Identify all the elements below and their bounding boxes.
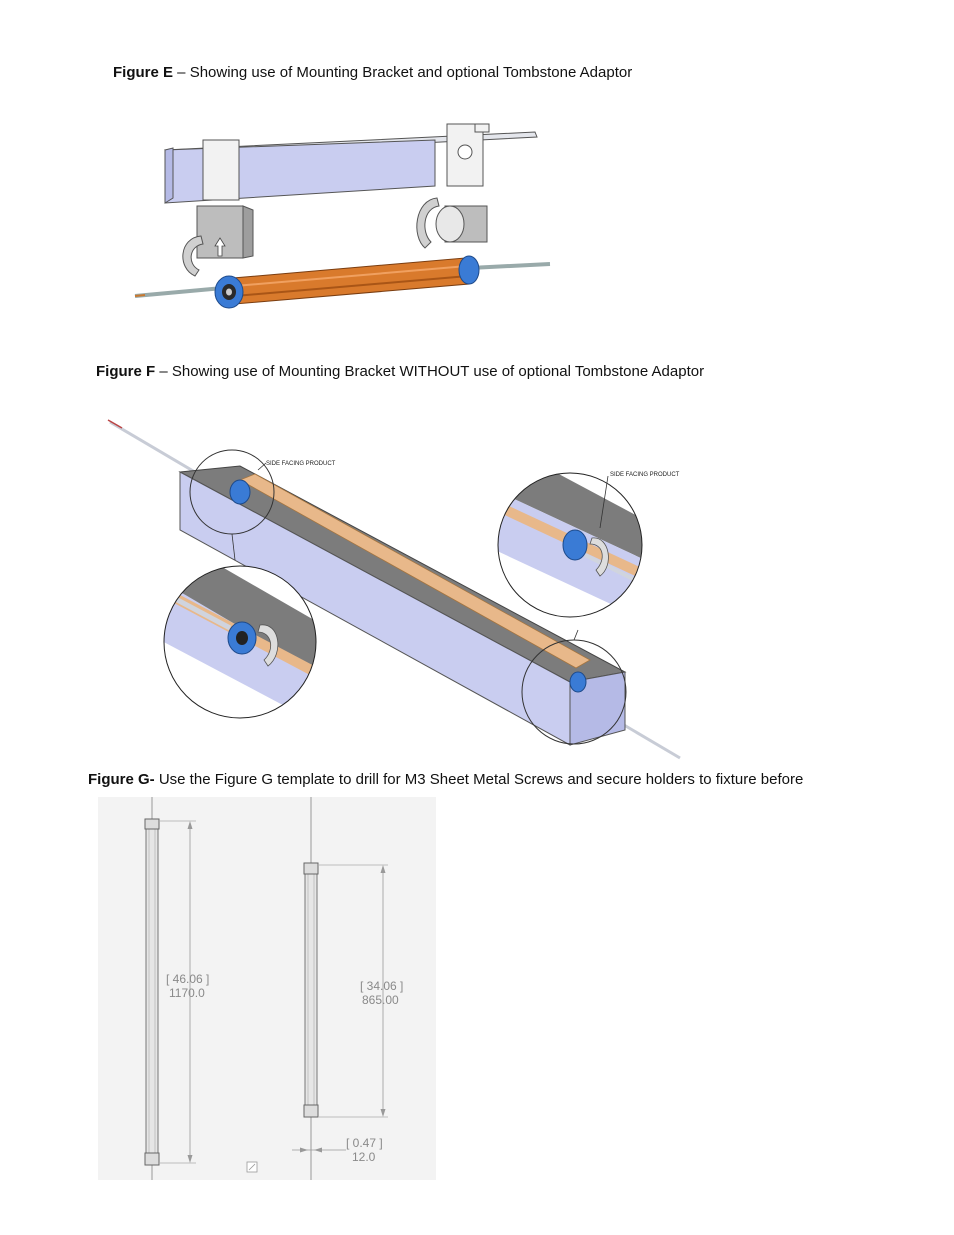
- tube-2-cap-bottom: [303, 1104, 319, 1118]
- tube-1-cap-bottom: [144, 1152, 160, 1166]
- keyhole-icon: [457, 144, 473, 160]
- figure-f-caption: Figure F – Showing use of Mounting Brack…: [96, 363, 704, 380]
- dimension-2-inches: [ 34.06 ]: [360, 979, 403, 993]
- arrow-up-icon: [214, 237, 226, 257]
- bracket-channel-side: [164, 147, 174, 204]
- lamp-holder-clip-right: [416, 197, 440, 249]
- lamp-holder-clip-left: [182, 235, 204, 277]
- figure-g-caption: Figure G- Use the Figure G template to d…: [88, 771, 803, 788]
- end-cap-zoom-right: [562, 529, 588, 561]
- callout-side-facing-left: SIDE FACING PRODUCT: [266, 461, 336, 467]
- end-cap-right: [458, 255, 480, 285]
- dimension-1-inches: [ 46.06 ]: [166, 972, 209, 986]
- tube-1-cap-top: [144, 818, 160, 830]
- figure-f-label: Figure F: [96, 363, 156, 380]
- figure-g-template: [ 46.06 ] 1170.0 [ 34.06 ] 865.00 [ 0.47…: [98, 797, 436, 1180]
- lamp-tube-body: [232, 257, 470, 305]
- lamp-tube: [239, 473, 591, 669]
- figure-g-label: Figure G-: [88, 771, 155, 788]
- figure-e-illustration: [134, 123, 551, 309]
- end-cap-left: [229, 479, 251, 505]
- figure-g-text: Use the Figure G template to drill for M…: [154, 771, 804, 788]
- dimension-3-inches: [ 0.47 ]: [346, 1136, 383, 1150]
- clip-zoom-right: [589, 537, 609, 577]
- detail-zoom-right: [497, 472, 643, 618]
- lamp-wire-left: [134, 286, 224, 298]
- tube-1: [145, 818, 159, 1166]
- tube-2-cap-top: [303, 862, 319, 875]
- figure-e-label: Figure E: [113, 64, 174, 81]
- clip-zoom-left: [257, 624, 279, 667]
- figure-e-text: – Showing use of Mounting Bracket and op…: [173, 64, 633, 81]
- bracket-clip-left: [202, 139, 240, 201]
- dimension-3-mm: 12.0: [352, 1150, 376, 1164]
- figure-f-illustration: SIDE FACING PRODUCT SIDE FACING PRODUCT: [107, 419, 681, 760]
- dimension-2-mm: 865.00: [362, 993, 399, 1007]
- callout-side-facing-right: SIDE FACING PRODUCT: [610, 472, 680, 478]
- end-cap-right: [569, 671, 587, 693]
- detail-zoom-left: [163, 565, 317, 719]
- figure-e-caption: Figure E – Showing use of Mounting Brack…: [113, 64, 632, 81]
- tube-2: [304, 863, 318, 1117]
- lamp-wire-right: [469, 262, 551, 270]
- dimension-1-mm: 1170.0: [169, 986, 205, 1000]
- figure-f-text: – Showing use of Mounting Bracket WITHOU…: [155, 363, 705, 380]
